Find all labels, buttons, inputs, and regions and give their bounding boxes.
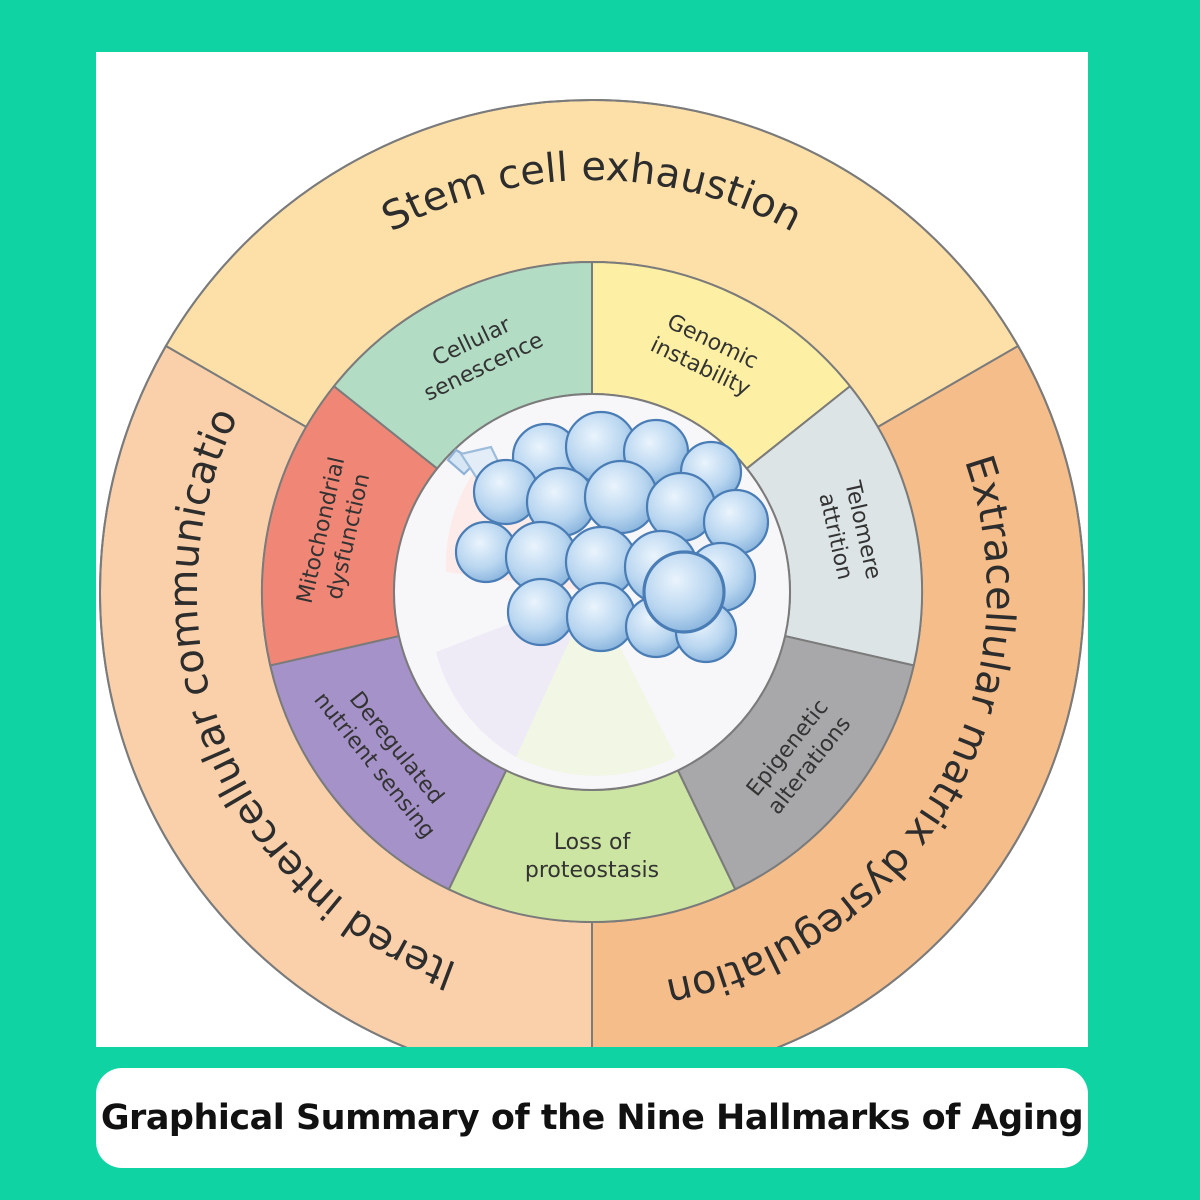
outer-boundary xyxy=(99,99,1085,1047)
cell-cluster-icon xyxy=(446,410,770,664)
middle-ring xyxy=(261,260,923,924)
caption-box: Graphical Summary of the Nine Hallmarks … xyxy=(96,1068,1088,1168)
caption: Graphical Summary of the Nine Hallmarks … xyxy=(100,1098,1084,1138)
